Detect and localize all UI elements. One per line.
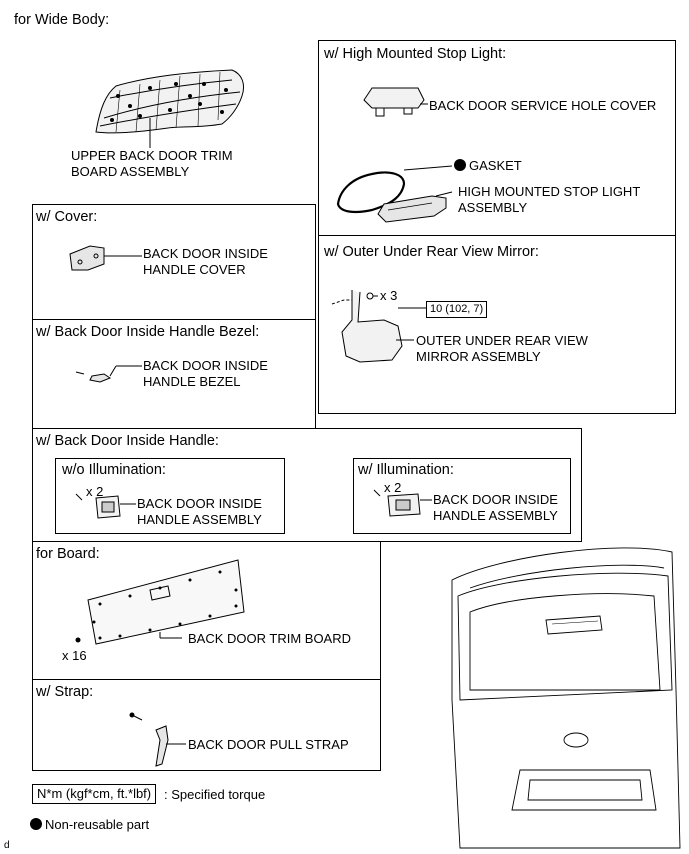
- mirror-label-1: OUTER UNDER REAR VIEW: [416, 333, 588, 348]
- bezel-label-1: BACK DOOR INSIDE: [143, 358, 268, 373]
- handle-w-subpanel: [353, 458, 571, 534]
- service-cover-drawing: [363, 87, 428, 117]
- legend-nonreusable-text: Non-reusable part: [45, 817, 150, 832]
- strap-label: BACK DOOR PULL STRAP: [188, 737, 349, 752]
- board-qty: x 16: [62, 648, 87, 663]
- handle-w-drawing: [373, 489, 432, 517]
- back-door-drawing: [451, 547, 681, 849]
- handle-wo-subpanel: [55, 458, 285, 534]
- cover-label-1: BACK DOOR INSIDE: [143, 246, 268, 261]
- mirror-qty: x 3: [380, 288, 398, 303]
- handle-cover-drawing: [69, 245, 142, 271]
- strap-title: w/ Strap:: [36, 684, 94, 700]
- legend-torque-text: : Specified torque: [164, 787, 266, 802]
- legend-torque-box: N*m (kgf*cm, ft.*lbf): [32, 784, 157, 804]
- hmsl-title: w/ High Mounted Stop Light:: [324, 46, 507, 62]
- strap-drawing: [129, 712, 186, 767]
- board-title: for Board:: [36, 546, 100, 562]
- strap-panel: [32, 679, 381, 771]
- gasket-label: GASKET: [454, 158, 522, 174]
- gasket-drawing: [336, 165, 453, 214]
- mirror-panel: [318, 235, 676, 414]
- handle-w-qty: x 2: [384, 480, 402, 495]
- corner-mark: d: [4, 840, 10, 851]
- upper-trim-label-1: UPPER BACK DOOR TRIM: [71, 148, 233, 163]
- handle-wo-title: w/o Illumination:: [62, 462, 166, 478]
- bezel-drawing: [75, 365, 142, 383]
- page-heading: for Wide Body:: [14, 12, 110, 28]
- bezel-title: w/ Back Door Inside Handle Bezel:: [36, 324, 260, 340]
- mirror-drawing: [331, 290, 426, 363]
- trim-board-drawing: [75, 559, 245, 645]
- stop-light-label-2: ASSEMBLY: [458, 200, 528, 215]
- stop-light-label-1: HIGH MOUNTED STOP LIGHT: [458, 184, 641, 199]
- handle-wo-drawing: [75, 493, 136, 519]
- handle-w-label-2: HANDLE ASSEMBLY: [433, 508, 558, 523]
- board-label: BACK DOOR TRIM BOARD: [188, 631, 352, 646]
- upper-trim-board-drawing: [95, 69, 245, 148]
- upper-trim-label-2: BOARD ASSEMBLY: [71, 164, 190, 179]
- handle-title: w/ Back Door Inside Handle:: [36, 433, 219, 449]
- handle-w-label-1: BACK DOOR INSIDE: [433, 492, 558, 507]
- handle-w-title: w/ Illumination:: [358, 462, 454, 478]
- legend-nonreusable: Non-reusable part: [30, 817, 149, 833]
- non-reusable-legend-icon: [30, 818, 42, 830]
- mirror-label-2: MIRROR ASSEMBLY: [416, 349, 541, 364]
- service-cover-label: BACK DOOR SERVICE HOLE COVER: [429, 98, 657, 113]
- mirror-torque-value: 10 (102, 7): [426, 301, 488, 318]
- handle-wo-label-2: HANDLE ASSEMBLY: [137, 512, 262, 527]
- mirror-title: w/ Outer Under Rear View Mirror:: [324, 244, 539, 260]
- cover-label-2: HANDLE COVER: [143, 262, 246, 277]
- handle-wo-qty: x 2: [86, 484, 104, 499]
- handle-wo-label-1: BACK DOOR INSIDE: [137, 496, 262, 511]
- bezel-label-2: HANDLE BEZEL: [143, 374, 241, 389]
- cover-title: w/ Cover:: [36, 209, 98, 225]
- stop-light-drawing: [377, 191, 453, 223]
- non-reusable-marker-icon: [454, 159, 466, 171]
- gasket-label-text: GASKET: [469, 158, 522, 173]
